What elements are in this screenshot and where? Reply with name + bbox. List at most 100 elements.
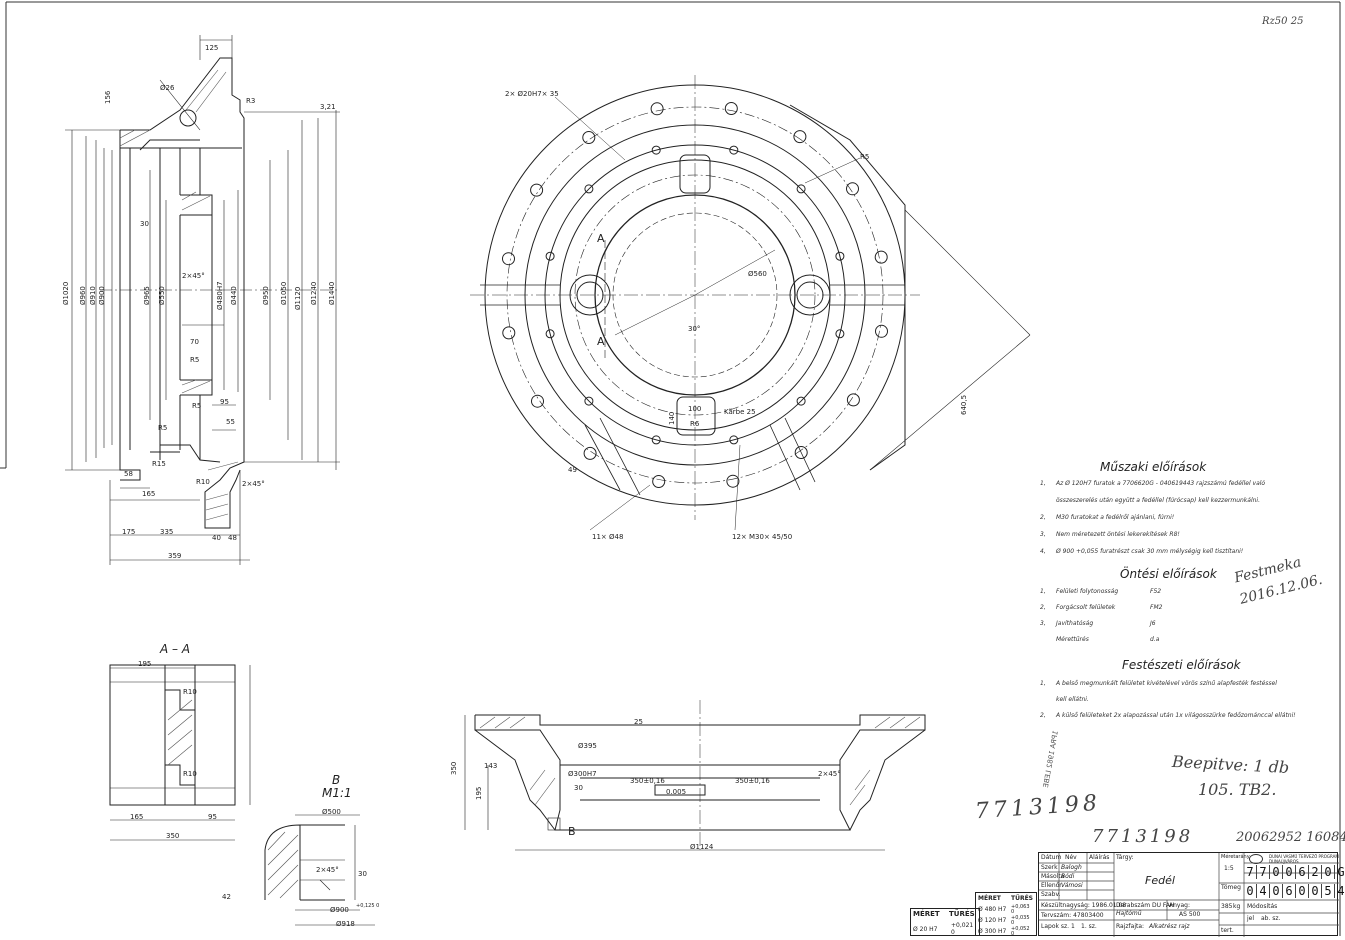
bolt-hole <box>584 184 594 194</box>
fit-left-tures-upper: +0,021 <box>951 922 974 929</box>
bolt-hole <box>502 252 515 266</box>
dim-d440: Ø440 <box>230 286 238 305</box>
note-number: 3, <box>1040 531 1046 538</box>
detail-b-scale: M1:1 <box>322 786 352 800</box>
note-number: 1, <box>1040 680 1046 687</box>
dim-335: 335 <box>160 528 174 536</box>
drawing-number-digit: 6 <box>1283 884 1296 898</box>
tb-szerk: Szerk <box>1041 864 1058 871</box>
note-text: Az Ø 120H7 furatok a 7706620G - 04061944… <box>1056 480 1266 487</box>
section-aa-view <box>109 664 251 841</box>
fit-table-left: MÉRET TŰRÉS Ø 20 H7 +0,021 0 <box>910 908 980 936</box>
dim-d900: Ø900 <box>98 286 106 305</box>
section-aa-title: A – A <box>160 642 191 656</box>
detail-b-title: B <box>332 773 341 787</box>
note-text: Felületi folytonosság <box>1056 588 1119 595</box>
dim-front-d300h7: Ø300H7 <box>568 770 597 778</box>
bolt-hole <box>796 396 806 406</box>
title-block: Dátum Név Aláírás Szerk Balogh Másolta B… <box>1038 852 1345 937</box>
fit-right-r1-meret: Ø 480 H7 <box>978 906 1007 913</box>
bolt-hole <box>846 393 860 407</box>
dim-holes-bottom-right: 12× M30× 45/50 <box>732 533 793 541</box>
note-text: M30 furatokat a fedélről ajánlani, fúrni… <box>1056 514 1175 521</box>
dim-front-tolerance-frame: 0.005 <box>666 788 687 796</box>
fit-left-tures-lower: 0 <box>951 929 955 936</box>
bolt-hole <box>650 102 664 116</box>
tb-nev: Név <box>1065 854 1077 861</box>
muszaki-item: 4,Ø 900 +0,055 furatrészt csak 30 mm mél… <box>1040 548 1243 555</box>
tb-ellenor-name: Vámosi <box>1061 882 1083 889</box>
ontesi-title: Öntési előírások <box>1120 567 1217 581</box>
side-section-view <box>65 35 340 565</box>
tb-datum: Dátum <box>1041 854 1062 861</box>
dim-r3: R3 <box>246 97 256 105</box>
dim-chamfer: 2×45° <box>182 272 205 280</box>
fit-right-r3-meret: Ø 300 H7 <box>978 928 1007 935</box>
bolt-hole <box>875 324 888 338</box>
tb-kg: kg <box>1233 903 1241 910</box>
dim-front-d1124: Ø1124 <box>690 843 714 851</box>
drawing-number-digit: 0 <box>1270 865 1283 879</box>
note-value: F52 <box>1150 588 1162 595</box>
note-number: 1, <box>1040 480 1046 487</box>
muszaki-item: 3,Nem méretezett öntési lekerekítések R8… <box>1040 531 1180 538</box>
handwritten-serial: 20062952 16084 <box>1236 830 1345 845</box>
drawing-number-digit: 7 <box>1244 865 1257 879</box>
dim-holes-top: 2× Ø20H7× 35 <box>505 90 559 98</box>
tb-anyag-label: Anyag: <box>1169 902 1190 909</box>
dim-359: 359 <box>168 552 182 560</box>
dim-100: 100 <box>688 405 702 413</box>
dim-front-d395: Ø395 <box>578 742 597 750</box>
bolt-hole <box>835 329 845 339</box>
drawing-number-digit: G <box>1335 865 1345 879</box>
fit-right-header-meret: MÉRET <box>978 895 1001 902</box>
dim-top-width: 125 <box>205 44 219 52</box>
note-value: d.a <box>1150 636 1160 643</box>
dim-r10: R10 <box>196 478 210 486</box>
drawing-number-digit: 6 <box>1296 865 1309 879</box>
dim-angle-30: 30° <box>688 325 701 333</box>
tb-rajzfajta: Alkatrész rajz <box>1149 923 1190 930</box>
dim-d1020: Ø1020 <box>62 281 70 305</box>
detail-b-view <box>264 814 375 926</box>
handwritten-id-right: 7713198 <box>1092 826 1194 847</box>
dim-r5-c: R5 <box>158 424 168 432</box>
dim-front-195: 195 <box>475 786 483 800</box>
bolt-hole <box>530 183 544 197</box>
dim-30: 30 <box>140 220 149 228</box>
fit-left-meret: Ø 20 H7 <box>913 926 938 933</box>
tb-keszultnagysag: Készültnagyság: 1986.01.08 <box>1041 902 1127 909</box>
bolt-hole <box>545 251 555 261</box>
dim-165: 165 <box>142 490 156 498</box>
detail-marker-b: B <box>568 825 576 838</box>
dim-140: 140 <box>668 411 676 425</box>
dim-70: 70 <box>190 338 199 346</box>
tb-jel: jel <box>1247 915 1255 922</box>
note-text: A külső felületeket 2x alapozással után … <box>1056 712 1296 719</box>
fit-right-r2-upper: +0,035 <box>1011 915 1030 921</box>
drawing-number-digit: 0 <box>1283 865 1296 879</box>
note-number: 2, <box>1040 604 1046 611</box>
dim-front-350-vertical: 350 <box>450 761 458 775</box>
dim-aa-165: 165 <box>130 813 144 821</box>
tb-lap: 1. sz. <box>1081 923 1097 930</box>
fit-right-r2-meret: Ø 120 H7 <box>978 917 1007 924</box>
dim-b-d500: Ø500 <box>322 808 341 816</box>
dim-front-25: 25 <box>634 718 643 726</box>
tb-anyag: AS 500 <box>1179 911 1201 918</box>
dim-aa-350: 350 <box>166 832 180 840</box>
dim-321: 3,21 <box>320 103 336 111</box>
dim-58: 58 <box>124 470 133 478</box>
fit-right-header-tures: TŰRÉS <box>1011 895 1034 902</box>
tb-szerk-name: Balogh <box>1061 864 1082 871</box>
tb-meretarany-label: Méretarány <box>1221 854 1250 860</box>
front-section-view <box>464 700 926 851</box>
note-number: 4, <box>1040 548 1046 555</box>
dim-radial-640: 640,5 <box>960 394 968 415</box>
section-mark-a-top: A <box>597 232 605 245</box>
